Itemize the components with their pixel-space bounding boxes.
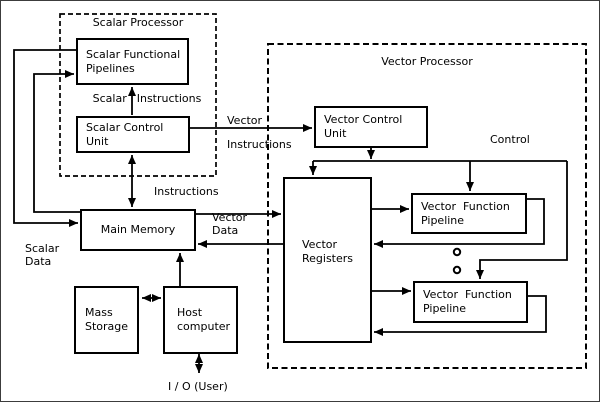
scalar-instructions-label: Scalar Instructions [87, 92, 207, 105]
arrow-pipeline-bottom-to-registers [374, 295, 547, 336]
control-label: Control [490, 133, 530, 146]
vector-processor-boundary [267, 43, 587, 369]
vector-registers-box: Vector Registers [283, 177, 372, 343]
io-user-label: I / O (User) [168, 380, 228, 393]
scalar-instructions-word1: Scalar [92, 92, 127, 105]
vector-instructions-label-bottom: Instructions [227, 138, 292, 151]
vector-processor-title: Vector Processor [381, 55, 473, 68]
vector-function-pipeline-bottom-box: Vector Function Pipeline [413, 281, 528, 323]
scalar-data-label: Scalar Data [25, 242, 60, 268]
arrow-control-to-pipeline-bottom [476, 161, 568, 279]
host-computer-box: Host computer [163, 286, 238, 354]
scalar-functional-pipelines-box: Scalar Functional Pipelines [76, 38, 189, 85]
arrow-pipelines-to-memory [13, 49, 78, 227]
vector-instructions-label-top: Vector [227, 114, 263, 127]
scalar-instructions-word2: Instructions [136, 92, 202, 105]
arrow-memory-to-pipelines [33, 70, 80, 213]
vector-data-label: Vector Data [212, 211, 248, 237]
vector-control-unit-box: Vector Control Unit [314, 106, 428, 148]
arrow-pipeline-top-to-registers [374, 198, 545, 248]
scalar-control-unit-box: Scalar Control Unit [76, 116, 190, 153]
vector-function-pipeline-top-box: Vector Function Pipeline [411, 193, 527, 234]
scalar-processor-boundary [59, 13, 217, 177]
main-memory-box: Main Memory [80, 209, 196, 251]
ellipsis-dot [452, 265, 462, 275]
scalar-processor-title: Scalar Processor [92, 16, 184, 29]
instructions-label: Instructions [154, 185, 219, 198]
ellipsis-dot [452, 247, 462, 257]
mass-storage-box: Mass Storage [74, 286, 139, 354]
